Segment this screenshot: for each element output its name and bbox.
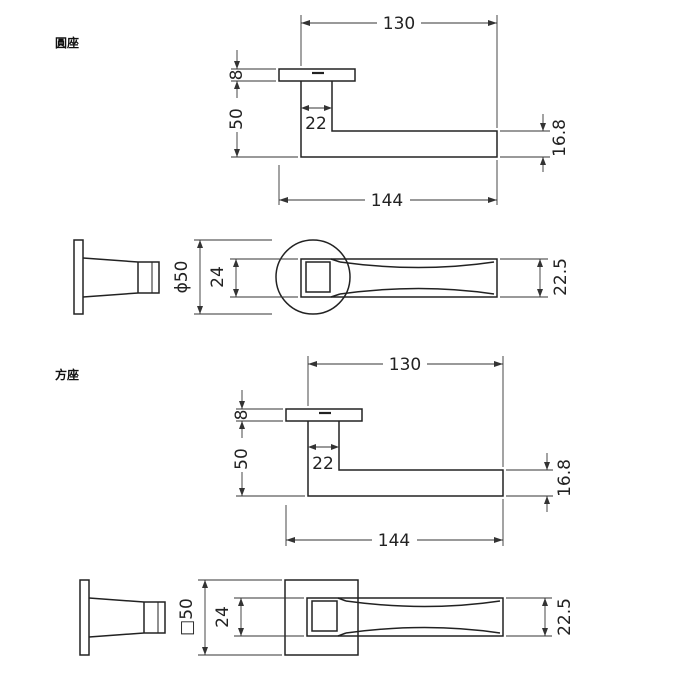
square-rose-section-title: 方座 <box>55 367 79 382</box>
round-front-dimensions: ϕ50 24 22.5 <box>172 239 571 315</box>
square-top-dimensions: 130 8 50 22 16.8 <box>232 355 575 551</box>
round-top-dimensions: 130 8 50 22 <box>227 14 570 211</box>
dim-130: 130 <box>383 14 415 34</box>
lever-body <box>300 81 498 158</box>
dim-24: 24 <box>213 606 233 628</box>
dim-22-5: 22.5 <box>555 598 575 636</box>
round-rose-section-title: 圓座 <box>55 35 79 50</box>
dim-24: 24 <box>208 266 228 288</box>
dim-50-height: 50 <box>232 448 252 470</box>
round-front-view <box>275 239 498 315</box>
dim-130: 130 <box>389 355 421 375</box>
square-rose <box>284 579 359 656</box>
square-rose-section: 方座 130 8 50 <box>55 355 575 656</box>
square-side-view <box>79 579 166 656</box>
dim-22: 22 <box>312 454 334 474</box>
round-rose-section: 圓座 130 8 <box>55 14 571 315</box>
lever-neck-side <box>88 597 166 638</box>
dim-diameter-50: ϕ50 <box>172 261 192 294</box>
square-front-dimensions: □50 24 22.5 <box>177 579 575 656</box>
rose-plate <box>278 68 356 82</box>
square-front-view <box>284 579 504 656</box>
round-side-view <box>73 239 160 315</box>
dim-8: 8 <box>232 410 252 421</box>
dim-square-50: □50 <box>177 598 197 636</box>
rose-plate <box>285 408 363 422</box>
dim-22: 22 <box>305 114 327 134</box>
round-top-view <box>278 68 498 158</box>
dim-144: 144 <box>378 531 410 551</box>
round-rose <box>275 239 351 315</box>
rose-side-plate <box>73 239 84 315</box>
dim-8: 8 <box>227 70 247 81</box>
dim-16-8: 16.8 <box>555 459 575 497</box>
dim-22-5: 22.5 <box>551 258 571 296</box>
dim-144: 144 <box>371 191 403 211</box>
lever-neck-side <box>82 257 160 298</box>
dim-16-8: 16.8 <box>550 119 570 157</box>
dim-50-height: 50 <box>227 108 247 130</box>
rose-side-plate <box>79 579 90 656</box>
square-top-view <box>285 408 504 497</box>
lever-body <box>307 421 504 497</box>
